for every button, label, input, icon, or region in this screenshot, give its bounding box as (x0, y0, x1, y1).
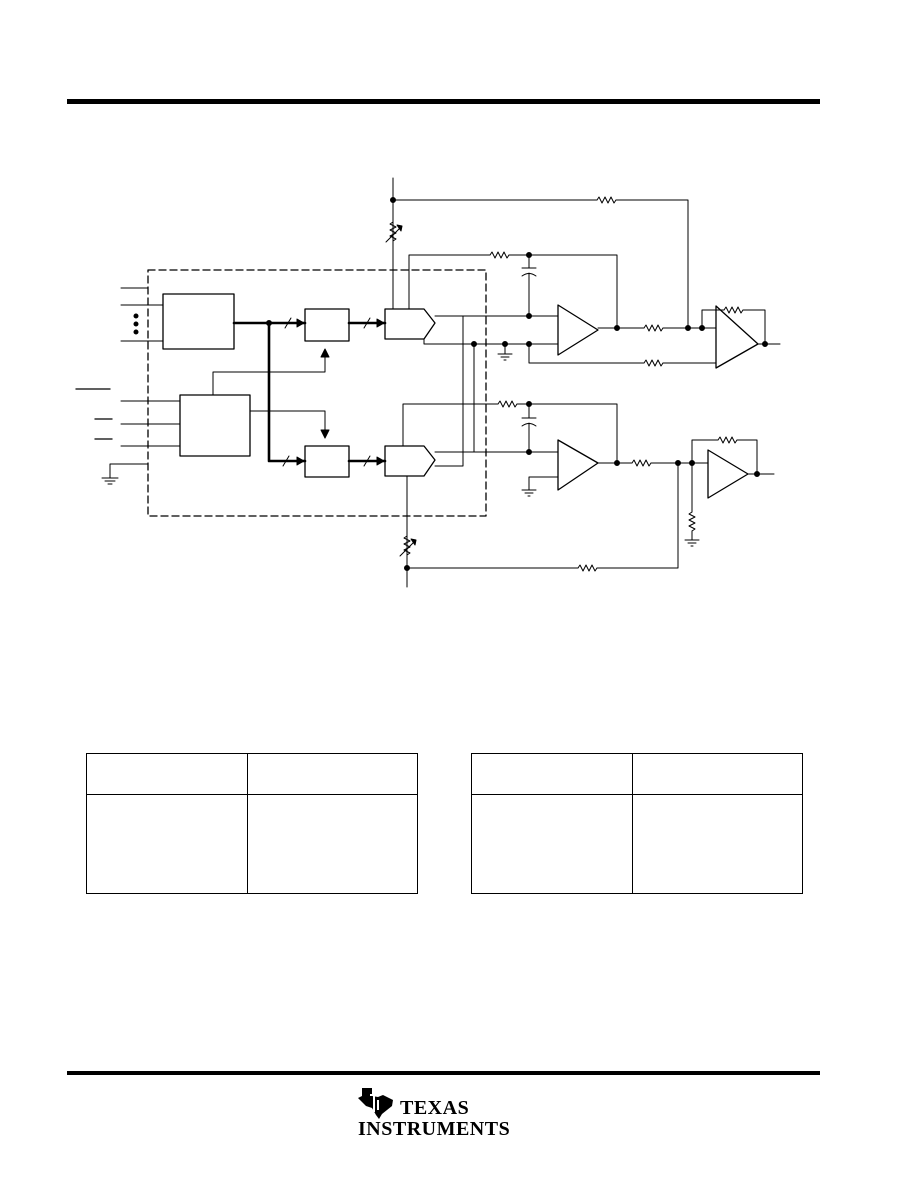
circuit-schematic (75, 177, 781, 588)
ellipsis-dot (133, 321, 139, 327)
resistor-icon (717, 436, 738, 444)
control-block (179, 394, 251, 457)
potentiometer-icon (403, 535, 411, 556)
table-header-cell (632, 752, 803, 796)
ground-symbol-icon (521, 489, 537, 497)
table-left (86, 752, 418, 894)
latch-bottom (304, 445, 350, 478)
ground-symbol-icon (101, 477, 119, 485)
resistor-icon (643, 359, 664, 367)
latch-top (304, 308, 350, 342)
table-cell (86, 794, 248, 894)
resistor-icon (596, 196, 617, 204)
ellipsis-dot (133, 329, 139, 335)
logo-text-texas: TEXAS (400, 1097, 470, 1119)
ellipsis-dot (133, 313, 139, 319)
ic-boundary (147, 269, 487, 517)
resistor-icon (723, 306, 744, 314)
ground-symbol-icon (497, 353, 513, 361)
logic-block-top (162, 293, 235, 350)
resistor-icon (688, 511, 696, 532)
table-cell (247, 794, 418, 894)
header-rule (67, 99, 820, 104)
resistor-icon (497, 400, 518, 408)
potentiometer-icon (389, 221, 397, 242)
table-header-row (86, 752, 418, 796)
table-header-cell (471, 752, 633, 796)
table-row (86, 794, 418, 894)
table-right (471, 752, 803, 894)
op-amp-triangle-icon (707, 449, 749, 499)
ground-symbol-icon (684, 539, 700, 547)
dac-top (384, 308, 436, 340)
dac-bottom (384, 445, 436, 477)
table-cell (471, 794, 633, 894)
table-header-cell (86, 752, 248, 796)
table-header-row (471, 752, 803, 796)
texas-instruments-logo: TEXAS INSTRUMENTS (356, 1086, 516, 1142)
op-amp-triangle-icon (557, 439, 599, 491)
op-amp-triangle-icon (557, 304, 599, 356)
table-cell (632, 794, 803, 894)
table-row (471, 794, 803, 894)
table-header-cell (247, 752, 418, 796)
footer-rule (67, 1071, 820, 1075)
op-amp-triangle-icon (715, 305, 759, 369)
texas-state-outline-icon (358, 1088, 393, 1119)
resistor-icon (643, 324, 664, 332)
logo-text-instruments: INSTRUMENTS (358, 1118, 511, 1140)
resistor-icon (577, 564, 598, 572)
resistor-icon (489, 251, 510, 259)
resistor-icon (631, 459, 652, 467)
